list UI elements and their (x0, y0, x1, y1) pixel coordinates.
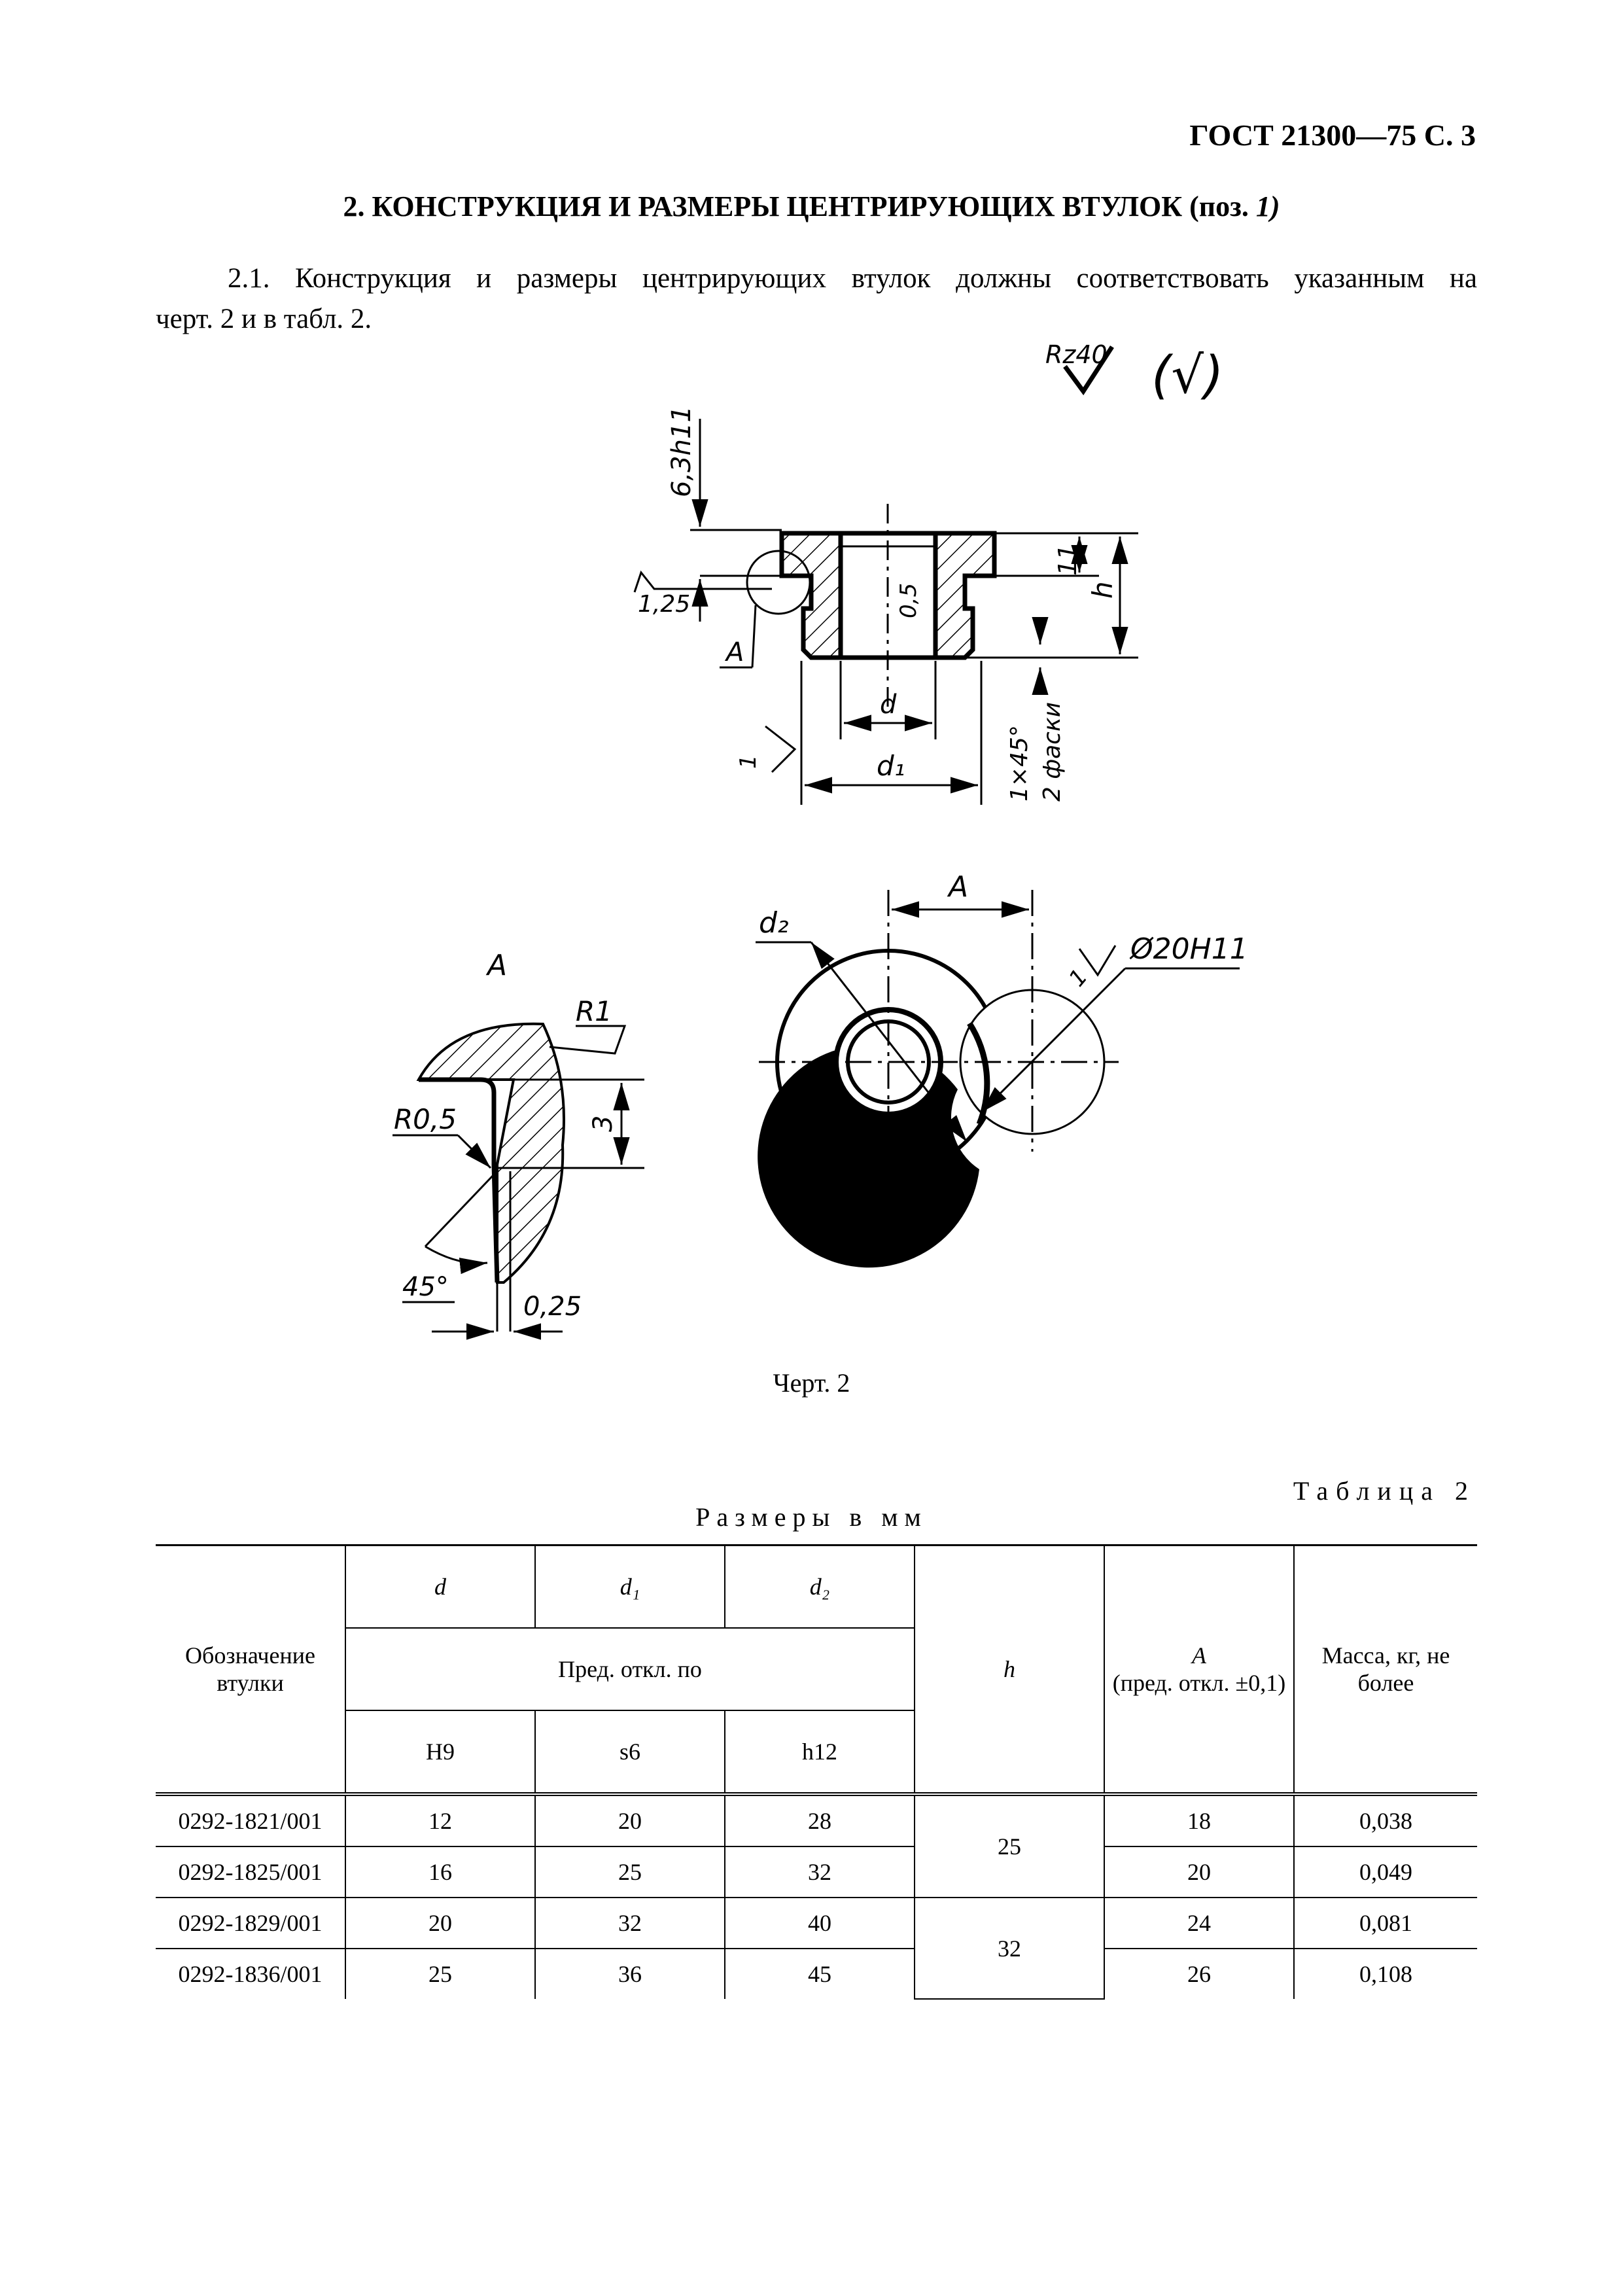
detail-dim-3: 3 (588, 1116, 618, 1132)
tol-d1: s6 (534, 1710, 725, 1795)
roughness-rest-label: (√) (1151, 346, 1224, 405)
cell-d2: 32 (724, 1846, 915, 1898)
section-view: 6,3h11 1,25 0,5 11 h 1×45° 2 фаски d d₁ … (633, 406, 1138, 805)
detail-45: 45° (402, 1272, 449, 1302)
roughness-main-label: Rz40 (1045, 340, 1108, 369)
cell-d1: 32 (534, 1898, 725, 1949)
dim-chamfer-count: 2 фаски (1039, 702, 1066, 802)
cell-designation: 0292-1821/001 (156, 1792, 346, 1847)
cell-d1: 36 (534, 1949, 725, 1999)
detail-r0-5: R0,5 (394, 1103, 457, 1135)
col-a-symbol: A (1192, 1642, 1206, 1669)
col-mass: Масса, кг, не более (1293, 1544, 1477, 1795)
cell-designation: 0292-1825/001 (156, 1846, 346, 1898)
cell-a: 26 (1104, 1949, 1295, 1999)
table-units: Размеры в мм (695, 1502, 928, 1532)
cell-mass: 0,081 (1293, 1898, 1477, 1949)
section-title: 2. КОНСТРУКЦИЯ И РАЗМЕРЫ ЦЕНТРИРУЮЩИХ ВТ… (0, 190, 1623, 223)
cell-h-group-1: 25 (914, 1792, 1105, 1898)
cell-h-group-2: 32 (914, 1898, 1105, 2000)
cell-designation: 0292-1836/001 (156, 1949, 346, 1999)
cell-mass: 0,108 (1293, 1949, 1477, 1999)
drawing-2: Rz40 (√) 6,3h11 1,25 0,5 11 h 1×45° 2 фа… (393, 340, 1248, 1340)
top-view: A d₂ Ø20H11 1 (756, 870, 1248, 1268)
drawing-caption: Черт. 2 (773, 1368, 850, 1398)
col-a: A (пред. откл. ±0,1) (1104, 1544, 1295, 1795)
cell-d2: 40 (724, 1898, 915, 1949)
dim-11: 11 (1053, 544, 1082, 576)
cell-designation: 0292-1829/001 (156, 1898, 346, 1949)
cell-d2: 28 (724, 1792, 915, 1847)
col-designation: Обозначение втулки (156, 1544, 346, 1795)
dim-chamfer: 1×45° (1006, 725, 1033, 802)
standard-header: ГОСТ 21300—75 С. 3 (1189, 118, 1476, 152)
cell-d2: 45 (724, 1949, 915, 1999)
cell-a: 24 (1104, 1898, 1295, 1949)
cell-d: 25 (345, 1949, 536, 1999)
col-h: h (914, 1544, 1105, 1795)
top-dim-roughness-1: 1 (1064, 964, 1093, 991)
cell-d1: 20 (534, 1792, 725, 1847)
top-dim-phi: Ø20H11 (1129, 932, 1248, 966)
section-position: 1) (1255, 190, 1280, 222)
dim-6-3h11: 6,3h11 (667, 406, 697, 497)
cell-mass: 0,049 (1293, 1846, 1477, 1898)
cell-a: 18 (1104, 1792, 1295, 1847)
cell-d1: 25 (534, 1846, 725, 1898)
cell-d: 16 (345, 1846, 536, 1898)
top-dim-d2: d₂ (759, 906, 789, 940)
table-row: 0292-1825/001 16 25 32 20 0,049 (156, 1846, 1477, 1898)
view-label-a: A (724, 637, 744, 667)
dim-d: d (880, 690, 897, 720)
section-title-text: 2. КОНСТРУКЦИЯ И РАЗМЕРЫ ЦЕНТРИРУЮЩИХ ВТ… (343, 190, 1249, 222)
cell-d: 20 (345, 1898, 536, 1949)
table-row: 0292-1836/001 25 36 45 26 0,108 (156, 1949, 1477, 1999)
table-2: Обозначение втулки d d₁ d₂ h A (пред. от… (156, 1544, 1477, 2000)
table-row: 0292-1829/001 20 32 40 32 24 0,081 (156, 1898, 1477, 2000)
dim-d1: d₁ (877, 750, 905, 782)
paragraph-2-1: 2.1. Конструкция и размеры центрирующих … (156, 258, 1477, 340)
col-a-tolerance: (пред. откл. ±0,1) (1112, 1670, 1286, 1696)
col-d2: d₂ (724, 1544, 915, 1629)
top-dim-a: A (947, 870, 968, 904)
cell-d: 12 (345, 1792, 536, 1847)
detail-r1: R1 (576, 995, 612, 1027)
detail-a: A 3 R1 R0,5 45° 0,25 (393, 949, 644, 1340)
cell-mass: 0,038 (1293, 1792, 1477, 1847)
dim-h: h (1087, 581, 1119, 599)
dim-roughness-1: 1 (735, 754, 761, 769)
paragraph-line-2: черт. 2 и в табл. 2. (156, 304, 372, 334)
paragraph-line-1: 2.1. Конструкция и размеры центрирующих … (228, 263, 1477, 294)
tol-d: H9 (345, 1710, 536, 1795)
col-d1: d₁ (534, 1544, 725, 1629)
detail-a-label: A (485, 949, 507, 982)
table-row: 0292-1821/001 12 20 28 25 18 0,038 (156, 1792, 1477, 1898)
tol-d2: h12 (724, 1710, 915, 1795)
table-number: Таблица 2 (1293, 1476, 1476, 1506)
dim-0-5: 0,5 (896, 583, 922, 618)
dim-1-25: 1,25 (638, 591, 690, 618)
detail-0-25: 0,25 (523, 1292, 582, 1322)
roughness-sign: Rz40 (√) (1045, 340, 1224, 405)
col-d: d (345, 1544, 536, 1629)
col-tolerance: Пред. откл. по (345, 1628, 915, 1711)
cell-a: 20 (1104, 1846, 1295, 1898)
